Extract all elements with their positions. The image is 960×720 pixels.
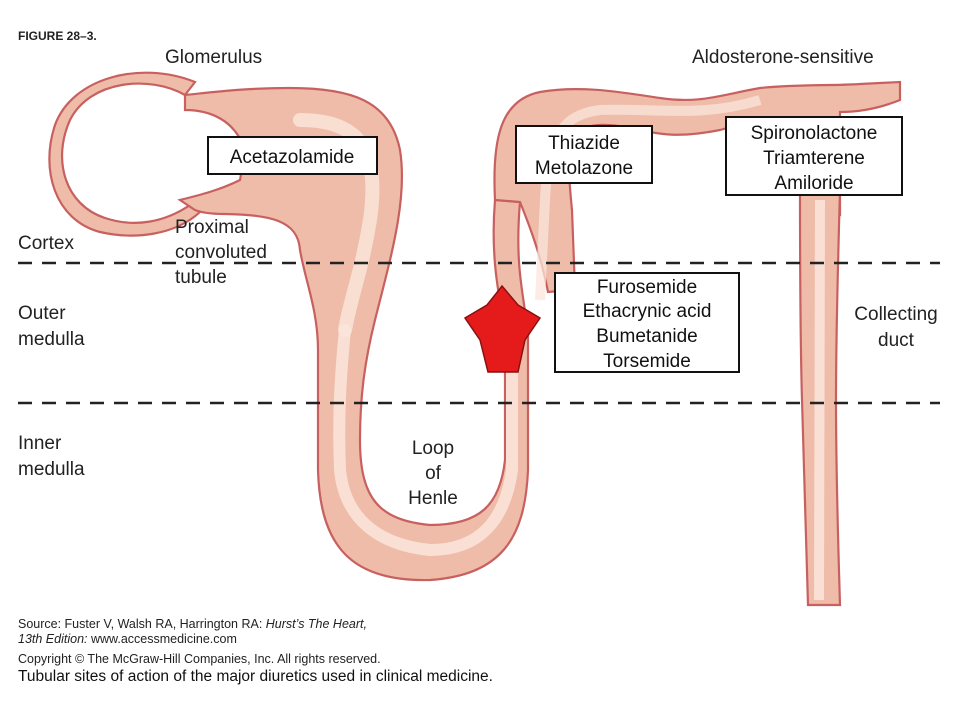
figure-label: FIGURE 28–3. (18, 29, 97, 43)
box-loop-diuretics: Furosemide Ethacrynic acid Bumetanide To… (554, 272, 740, 373)
label-inner-medulla-1: Inner (18, 433, 62, 454)
proximal-highlight (293, 113, 380, 337)
label-collecting-2: duct (878, 330, 915, 351)
acetazolamide-text: Acetazolamide (230, 147, 355, 168)
label-loop-2: of (425, 463, 442, 484)
label-cortex: Cortex (18, 233, 74, 254)
duct-highlight (814, 199, 825, 601)
label-collecting-1: Collecting (854, 304, 937, 325)
source-copyright: Copyright © The McGraw-Hill Companies, I… (18, 652, 381, 666)
label-proximal-2: convoluted (175, 242, 267, 263)
label-proximal-1: Proximal (175, 217, 249, 238)
label-loop-3: Henle (408, 488, 458, 509)
source-edition: 13th Edition: (18, 632, 88, 646)
glomerulus-capsule (48, 71, 202, 237)
source-url: www.accessmedicine.com (88, 632, 237, 646)
label-proximal-3: tubule (175, 267, 227, 288)
potassium-sparing-text-1: Spironolactone (751, 123, 878, 144)
star-icon (463, 284, 542, 373)
label-outer-medulla-2: medulla (18, 329, 85, 350)
box-acetazolamide: Acetazolamide (207, 136, 378, 175)
box-thiazide: Thiazide Metolazone (515, 125, 653, 184)
label-inner-medulla-2: medulla (18, 459, 85, 480)
loop-diuretics-text-2: Ethacrynic acid (583, 301, 712, 322)
thiazide-text-1: Thiazide (548, 133, 620, 154)
potassium-sparing-text-3: Amiloride (774, 173, 853, 194)
label-loop-1: Loop (412, 438, 454, 459)
source-prefix: Source: Fuster V, Walsh RA, Harrington R… (18, 617, 266, 631)
loop-diuretics-text-4: Torsemide (603, 351, 691, 372)
box-potassium-sparing: Spironolactone Triamterene Amiloride (725, 116, 903, 196)
thiazide-text-2: Metolazone (535, 158, 633, 179)
proximal-tubule (177, 86, 530, 582)
label-outer-medulla-1: Outer (18, 303, 66, 324)
label-aldosterone: Aldosterone-sensitive (692, 47, 874, 68)
potassium-sparing-text-2: Triamterene (763, 148, 865, 169)
label-glomerulus: Glomerulus (165, 47, 262, 68)
figure-caption: Tubular sites of action of the major diu… (18, 668, 493, 685)
loop-diuretics-text-1: Furosemide (597, 277, 697, 298)
loop-diuretics-text-3: Bumetanide (596, 326, 697, 347)
source-line-1: Source: Fuster V, Walsh RA, Harrington R… (18, 617, 367, 631)
source-book: Hurst’s The Heart, (266, 617, 367, 631)
source-line-2: 13th Edition: www.accessmedicine.com (18, 632, 237, 646)
